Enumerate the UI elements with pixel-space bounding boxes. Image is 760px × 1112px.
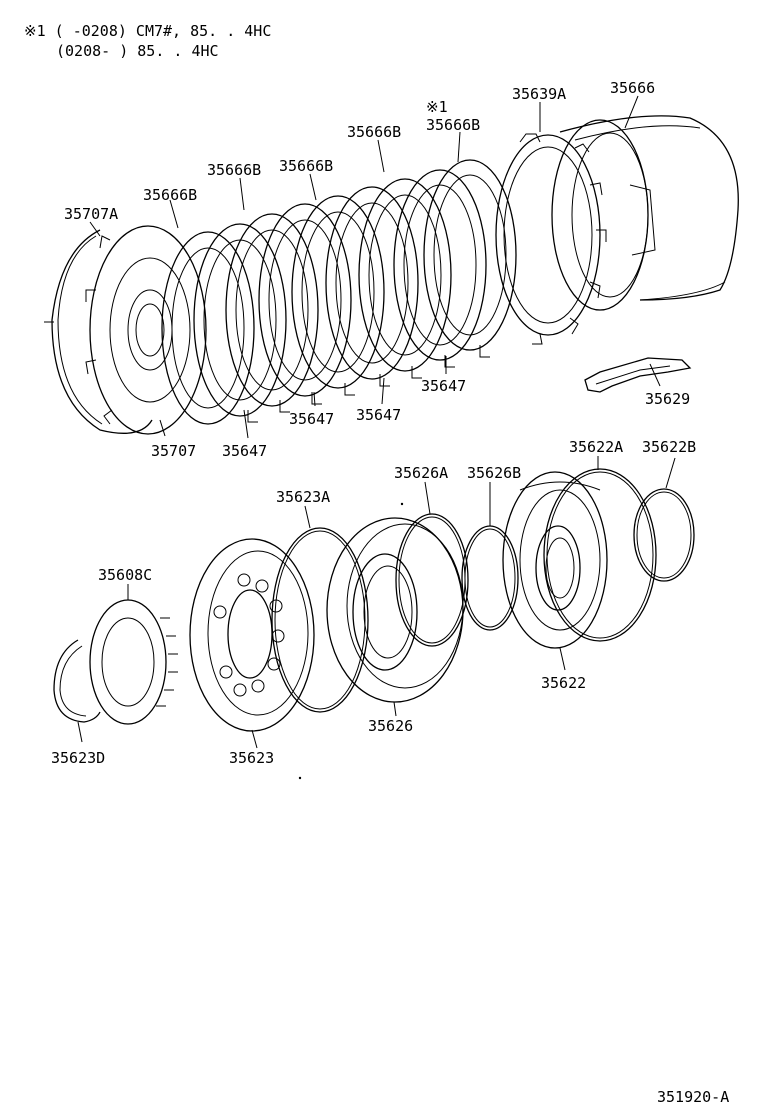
label-35647: 35647: [289, 410, 334, 428]
part-35626B-o-ring: [461, 525, 519, 631]
label-35626B: 35626B: [467, 464, 521, 482]
drawing-id: 351920-A: [657, 1088, 729, 1106]
part-35608C-spring-retainer: [89, 599, 178, 725]
label-35647: 35647: [222, 442, 267, 460]
label-35666B: 35666B: [347, 123, 401, 141]
part-35622-piston: [502, 471, 608, 649]
part-35626A-seal-ring: [395, 513, 469, 647]
label-35647: 35647: [356, 406, 401, 424]
header-note-line2: (0208- ) 85. . 4HC: [56, 42, 219, 60]
part-35622A-o-ring: [543, 468, 657, 642]
label-35622B: 35622B: [642, 438, 696, 456]
label-35623: 35623: [229, 749, 274, 767]
header-note-line1: ※1 ( -0208) CM7#, 85. . 4HC: [24, 22, 271, 40]
part-35623D-snap-ring: [53, 639, 101, 723]
part-35623A-o-ring: [271, 527, 369, 713]
label-35647: 35647: [421, 377, 466, 395]
label-35666B: 35666B: [207, 161, 261, 179]
part-35622B-o-ring: [633, 488, 695, 582]
label-35666: 35666: [610, 79, 655, 97]
part-35666-clutch-drum: [551, 115, 739, 311]
label-35666B: 35666B: [143, 186, 197, 204]
label-35623A: 35623A: [276, 488, 330, 506]
part-35629-bracket: [584, 357, 692, 393]
reference-dot: [400, 502, 404, 506]
label-35707A: 35707A: [64, 205, 118, 223]
label-35608C: 35608C: [98, 566, 152, 584]
clutch-disc-stack: [161, 159, 517, 425]
label-35707: 35707: [151, 442, 196, 460]
label-35666B: 35666B: [426, 116, 480, 134]
label-note-mark: ※1: [426, 98, 448, 116]
label-35629: 35629: [645, 390, 690, 408]
label-35626: 35626: [368, 717, 413, 735]
part-35626-piston: [326, 517, 464, 703]
label-35639A: 35639A: [512, 85, 566, 103]
part-35707-flange: [85, 225, 207, 435]
part-35707A-snap-ring: [44, 229, 153, 434]
part-35639A-plate: [495, 133, 607, 345]
label-35626A: 35626A: [394, 464, 448, 482]
label-35622A: 35622A: [569, 438, 623, 456]
part-35623-piston: [189, 538, 315, 732]
label-35623D: 35623D: [51, 749, 105, 767]
reference-dot: [298, 776, 302, 780]
leader-lines: [77, 95, 676, 749]
label-35666B: 35666B: [279, 157, 333, 175]
label-35622: 35622: [541, 674, 586, 692]
